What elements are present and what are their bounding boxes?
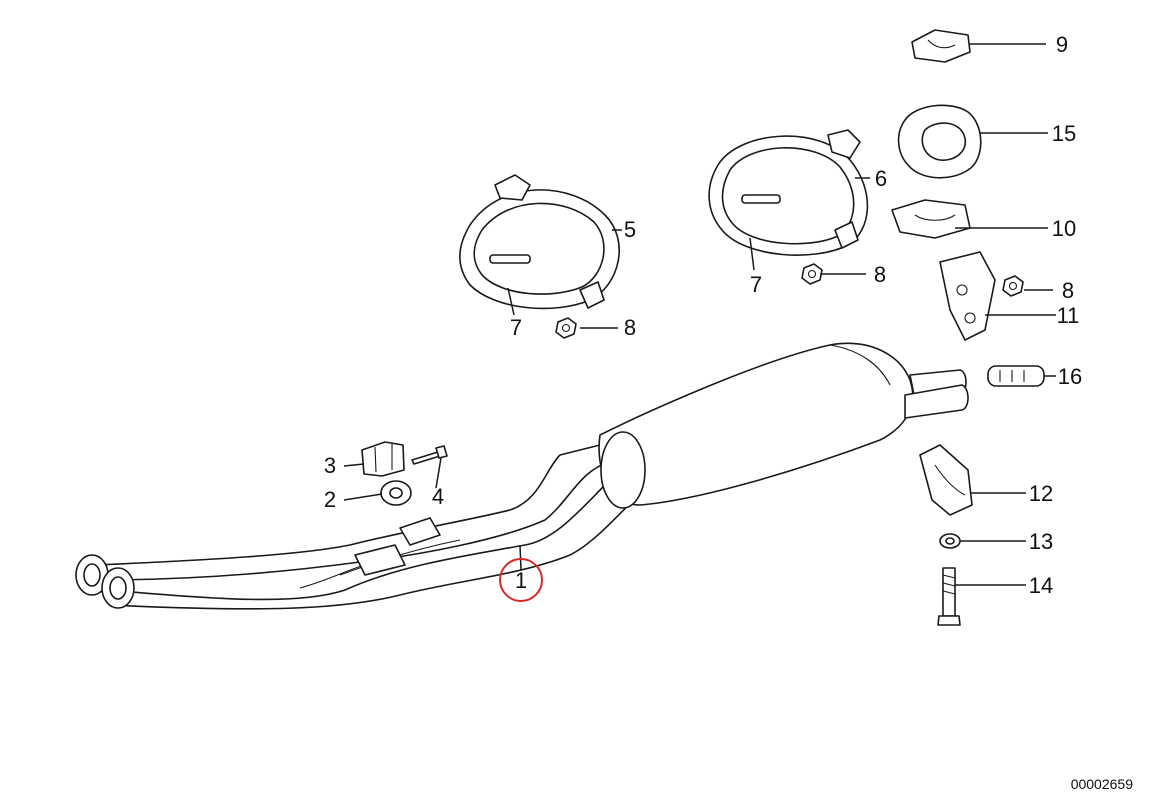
bolt-4[interactable]: [411, 445, 448, 465]
exhaust-pipe-assembly[interactable]: [75, 342, 969, 610]
callout-9: 9: [1056, 32, 1068, 57]
callout-13: 13: [1029, 529, 1053, 554]
bracket-11[interactable]: [939, 251, 996, 341]
clamp-ring-left[interactable]: [459, 174, 620, 310]
callout-12: 12: [1029, 481, 1053, 506]
bolt-14[interactable]: [937, 567, 961, 626]
rubber-mount-2[interactable]: [380, 480, 412, 506]
bracket-12[interactable]: [919, 444, 973, 516]
callout-8-middle: 8: [874, 262, 886, 287]
highlight-circle-part-1: [499, 558, 543, 602]
callout-7-middle: 7: [750, 272, 762, 297]
sleeve-16[interactable]: [987, 365, 1045, 387]
washer-13[interactable]: [939, 533, 961, 549]
front-flange-left: [75, 554, 109, 596]
diagram-reference-number: 00002659: [1071, 776, 1134, 792]
callout-10: 10: [1052, 216, 1076, 241]
callout-7-left: 7: [510, 315, 522, 340]
callout-5: 5: [624, 217, 636, 242]
callout-3: 3: [324, 453, 336, 478]
leader-lines: [343, 43, 1056, 586]
hex-nut-right[interactable]: [1002, 275, 1024, 297]
callout-8-right: 8: [1062, 278, 1074, 303]
callout-6: 6: [875, 166, 887, 191]
callout-11: 11: [1057, 303, 1080, 328]
hanger-bracket-3[interactable]: [361, 441, 405, 477]
clamp-ring-middle[interactable]: [708, 129, 869, 256]
hex-nut-left[interactable]: [555, 317, 577, 339]
hex-nut-middle[interactable]: [801, 263, 823, 285]
callout-labels: 1 2 3 4 5 7 8 6 7 8 9 15 10 8 11 16 12 1…: [324, 32, 1082, 602]
callout-8-left: 8: [624, 315, 636, 340]
rubber-ring-15[interactable]: [897, 104, 982, 179]
callout-2: 2: [324, 487, 336, 512]
callout-1: 1: [515, 568, 527, 593]
bracket-10[interactable]: [891, 199, 971, 239]
callout-4: 4: [432, 484, 444, 509]
callout-15: 15: [1052, 121, 1076, 146]
callout-16: 16: [1058, 364, 1082, 389]
callout-14: 14: [1029, 573, 1053, 598]
front-flange-right: [101, 567, 135, 609]
bracket-9[interactable]: [911, 29, 971, 63]
